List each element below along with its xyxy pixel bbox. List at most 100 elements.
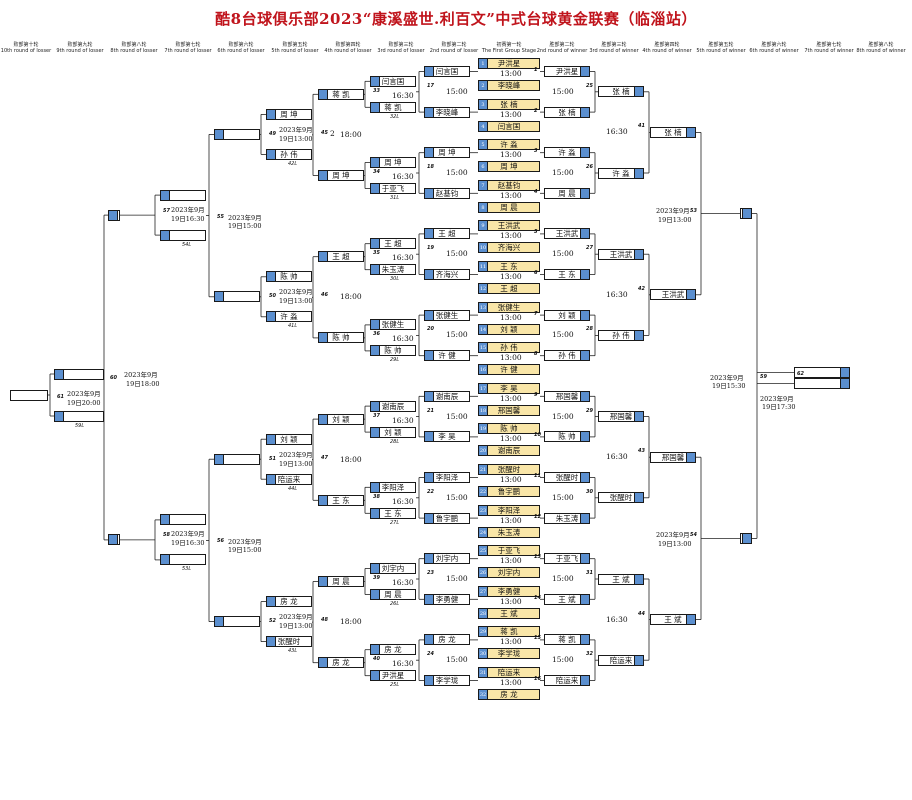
seed-marker [161, 555, 170, 565]
player-slot: 张 楠 [650, 126, 696, 138]
match-time: 13:00 [500, 231, 522, 241]
match-time: 18:00 [340, 454, 362, 464]
player-slot-label: 鲁宇鹏 [435, 513, 459, 523]
player-slot: 王 东 [544, 269, 590, 280]
match-number: 39 [373, 575, 380, 581]
player-slot-label: 蒋 凯 [558, 635, 576, 645]
seed-marker [215, 129, 224, 139]
drop-label: 30L [390, 276, 400, 283]
match-time: 13:00 [500, 190, 522, 200]
seed-marker [686, 452, 695, 462]
player-slot-label: 张 楠 [500, 99, 518, 109]
player-slot-label: 李勇健 [497, 586, 521, 596]
player-slot-label: 朱玉涛 [555, 513, 579, 523]
player-slot-label: 周 坤 [332, 171, 350, 180]
player-slot: 闫言国 [370, 75, 416, 87]
seed-marker: 14 [479, 324, 488, 334]
round-header-cn: 胜部第三轮 [601, 42, 627, 48]
match-time: 16:30 [392, 659, 414, 669]
match-time: 15:00 [552, 411, 574, 421]
match-number: 57 [163, 207, 170, 214]
player-slot: 陈 帅 [544, 431, 590, 443]
match-date: 19日15:00 [228, 546, 262, 555]
player-slot: 蒋 凯 [318, 88, 364, 100]
player-slot: 王 东 [318, 494, 364, 506]
player-slot [214, 453, 260, 465]
match-time: 15:00 [446, 411, 468, 421]
match-number: 54 [690, 532, 697, 539]
player-slot: 陈 帅 [318, 332, 364, 344]
player-slot-label: 谢南辰 [497, 446, 521, 456]
player-slot: 邢国馨 [544, 390, 590, 402]
player-slot-label: 王洪武 [609, 249, 633, 259]
match-number: 8 [534, 351, 538, 358]
drop-label: 44L [288, 485, 298, 492]
seed-marker [425, 310, 434, 320]
player-slot: 许 淼 [266, 311, 312, 323]
match-number: 51 [269, 455, 276, 462]
seed-marker: 26 [479, 568, 488, 578]
drop-label: 43L [288, 648, 298, 655]
round-header-cn: 胜部第八轮 [868, 42, 894, 48]
player-slot: 许 淼 [544, 147, 590, 159]
player-slot-label: 许 淼 [500, 140, 518, 150]
match-date: 19日13:00 [279, 297, 313, 306]
match-number: 19 [427, 245, 434, 252]
player-slot [160, 229, 206, 241]
match-time: 13:00 [500, 69, 522, 78]
player-slot: 李学珑 [424, 675, 470, 686]
player-slot: 蒋 凯 [544, 634, 590, 646]
player-slot: 李勇健 [424, 593, 470, 605]
player-slot-label: 王 斌 [612, 574, 630, 584]
player-slot-label: 王洪武 [661, 290, 685, 300]
player-slot: 周 坤 [424, 147, 470, 159]
seed-marker [425, 351, 434, 361]
player-slot-label: 周 晨 [332, 577, 350, 586]
seed-marker [267, 149, 276, 159]
seed-marker: 10 [479, 243, 488, 253]
player-slot: 朱玉涛 [544, 512, 590, 524]
seed-marker [634, 493, 643, 503]
round-header-en: 5th round of winner [696, 48, 746, 54]
player-slot-label: 李晓峰 [497, 81, 521, 90]
match-time: 15:00 [552, 330, 574, 340]
player-slot-label: 尹洪星 [497, 59, 521, 68]
seed-marker [319, 252, 328, 262]
match-number: 5 [534, 229, 538, 236]
match-date: 2023年9月 [171, 205, 205, 214]
match-date: 19日15:30 [712, 382, 746, 390]
player-slot: 周 晨 [544, 187, 590, 199]
seed-marker [215, 292, 224, 302]
round-header-cn: 败部第十轮 [13, 42, 39, 48]
player-slot: 王 东 [370, 507, 416, 519]
round-header-en: 4th round of winner [642, 48, 692, 54]
player-slot-label: 李勇健 [435, 594, 459, 604]
round-header-cn: 胜部第六轮 [761, 42, 787, 48]
player-slot-label: 许 淼 [280, 312, 298, 322]
match-number: 47 [321, 454, 328, 461]
player-slot-label: 张醒时 [277, 637, 301, 647]
match-date: 19日15:00 [228, 221, 262, 230]
round-header-en: 8th round of winner [856, 48, 906, 54]
player-slot-label: 刘 颖 [500, 324, 518, 334]
player-slot-label: 李学珑 [497, 649, 521, 659]
match-time: 15:00 [446, 249, 468, 259]
seed-marker [267, 637, 276, 647]
match-time: 16:30 [392, 90, 414, 100]
seed-marker [319, 171, 328, 180]
seed-marker [267, 474, 276, 484]
seed-marker [634, 87, 643, 97]
player-slot: 陪运来 [266, 473, 312, 485]
round-header-cn: 败部第七轮 [175, 42, 201, 48]
